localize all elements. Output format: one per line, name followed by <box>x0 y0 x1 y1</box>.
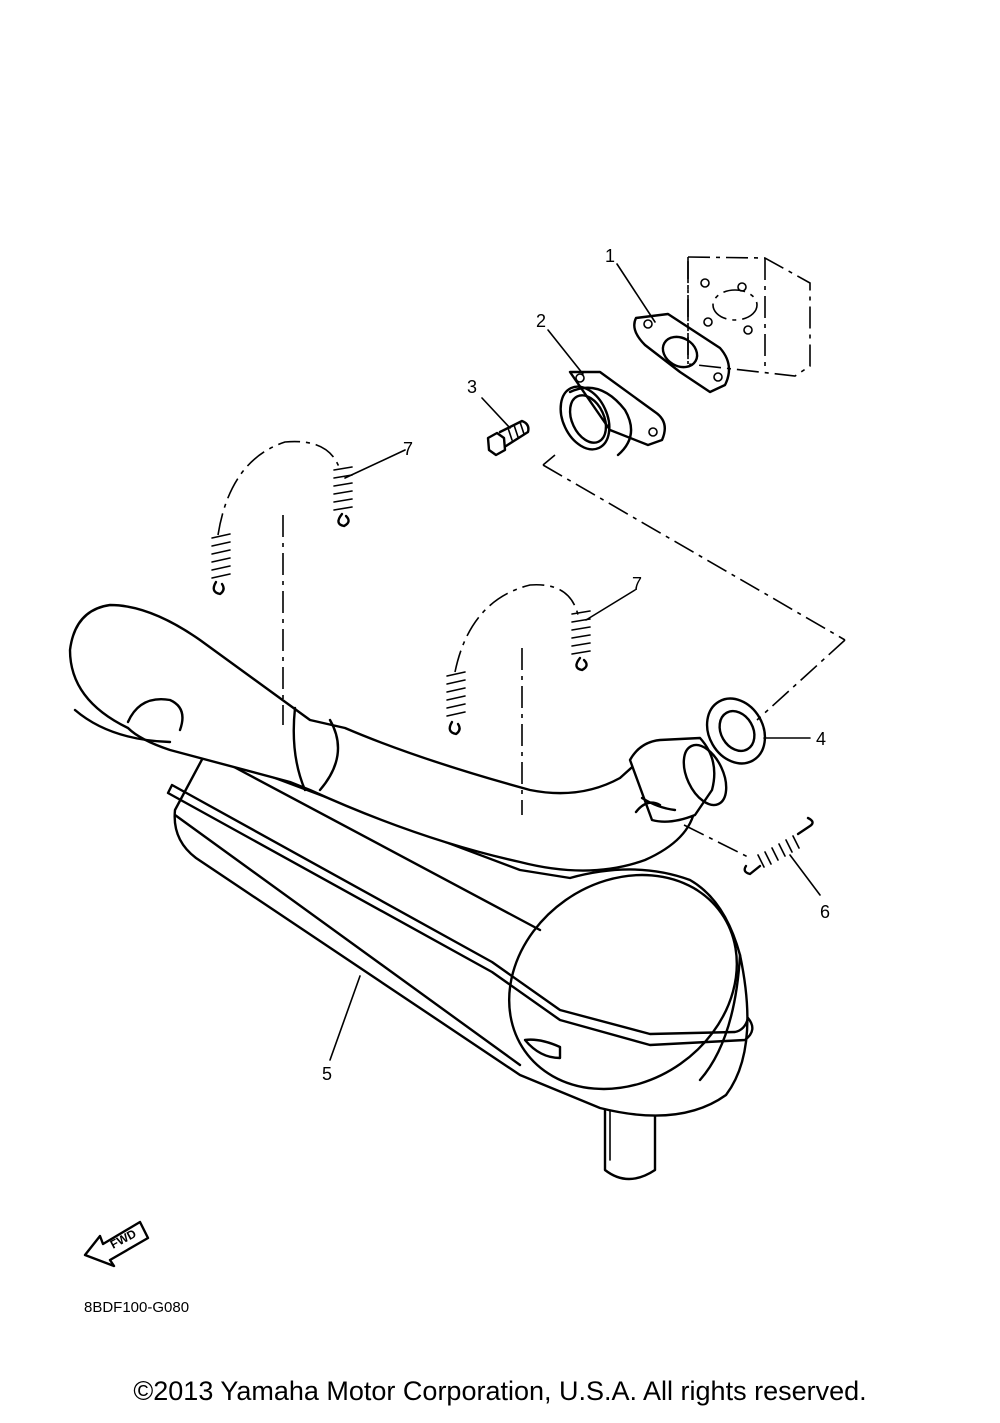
joint-part-2 <box>559 370 666 457</box>
copyright-notice: ©2013 Yamaha Motor Corporation, U.S.A. A… <box>133 1376 867 1406</box>
callout-label-4: 4 <box>816 729 826 749</box>
callout-label-2: 2 <box>536 311 546 331</box>
callout-label-7-upper: 7 <box>403 439 413 459</box>
spring-part-7-upper <box>211 440 353 596</box>
muffler-part-5 <box>68 603 754 1181</box>
fwd-arrow-icon: FWD <box>83 1220 150 1268</box>
engine-mount-reference <box>687 256 811 377</box>
spring-part-6 <box>743 816 814 876</box>
callout-label-5: 5 <box>322 1064 332 1084</box>
callout-label-1: 1 <box>605 246 615 266</box>
gasket-part-1 <box>633 312 731 394</box>
alignment-lines <box>282 454 846 859</box>
fwd-badge-text: FWD <box>108 1226 139 1251</box>
callout-label-6: 6 <box>820 902 830 922</box>
figure-code: 8BDF100-G080 <box>84 1299 190 1316</box>
spring-part-7-lower <box>446 583 591 736</box>
callout-label-3: 3 <box>467 377 477 397</box>
bolt-part-3 <box>486 419 530 457</box>
callout-label-7-lower: 7 <box>632 574 642 594</box>
callout-leaders <box>329 263 821 1061</box>
